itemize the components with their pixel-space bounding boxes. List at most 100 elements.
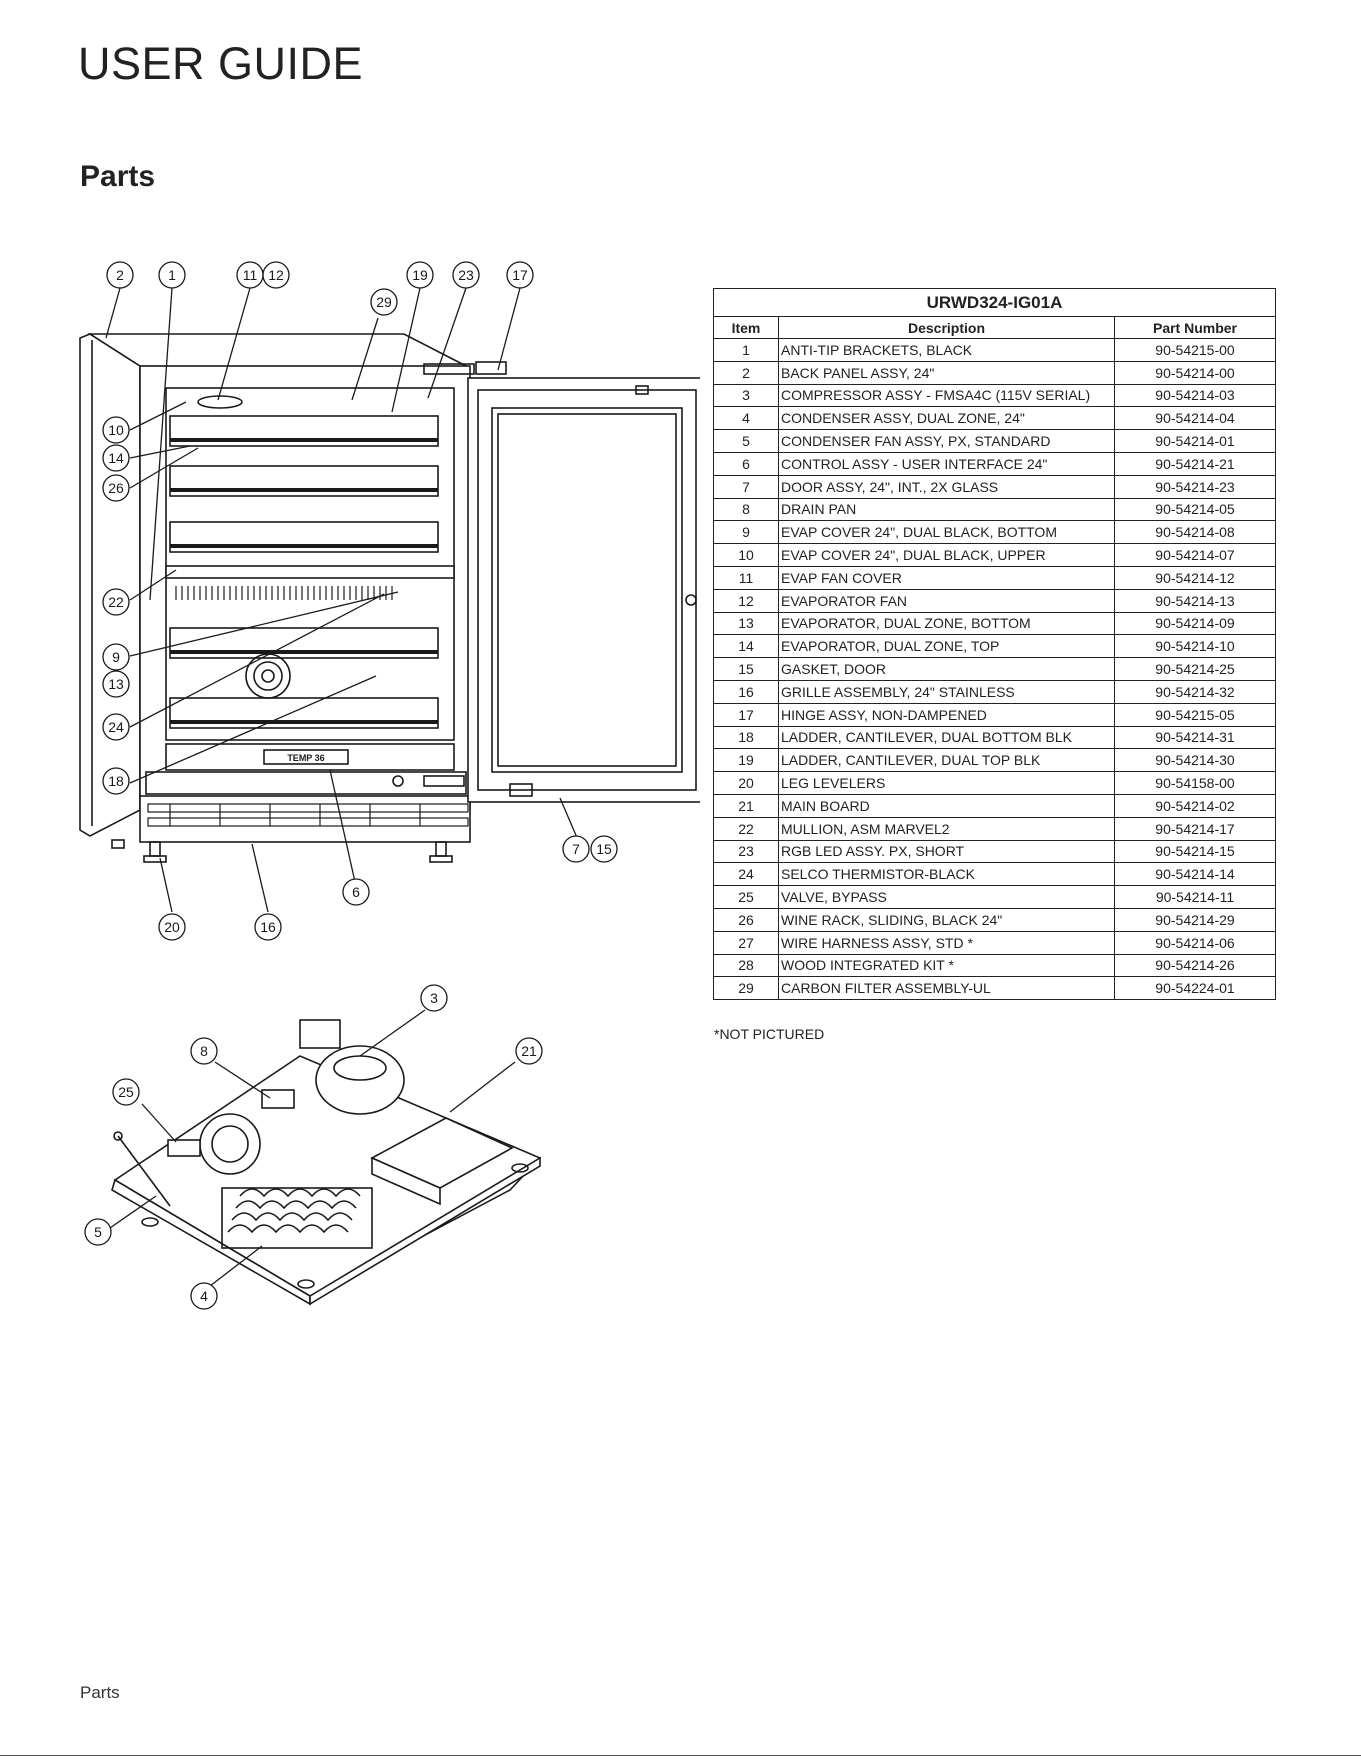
item-number: 21 [713, 793, 779, 818]
condenser-fan [199, 1113, 261, 1175]
item-description: CONTROL ASSY - USER INTERFACE 24" [778, 451, 1115, 476]
item-number: 27 [713, 930, 779, 955]
item-description: MAIN BOARD [778, 793, 1115, 818]
callout-20: 20 [164, 919, 180, 935]
column-header-part-number: Part Number [1114, 316, 1276, 339]
item-number: 2 [713, 360, 779, 385]
item-part-number: 90-54214-07 [1114, 543, 1276, 567]
item-description: SELCO THERMISTOR-BLACK [778, 862, 1115, 887]
callout-17: 17 [512, 267, 528, 283]
item-number: 6 [713, 451, 779, 476]
callout-1: 1 [168, 267, 176, 283]
main-board [370, 1117, 514, 1206]
item-description: LADDER, CANTILEVER, DUAL BOTTOM BLK [778, 725, 1115, 750]
callout-14: 14 [108, 450, 124, 466]
item-part-number: 90-54214-09 [1114, 611, 1276, 636]
item-description: COMPRESSOR ASSY - FMSA4C (115V SERIAL) [778, 383, 1115, 408]
item-description: CARBON FILTER ASSEMBLY-UL [778, 976, 1115, 1001]
callout-8: 8 [200, 1043, 208, 1059]
item-description: MULLION, ASM MARVEL2 [778, 816, 1115, 841]
item-number: 11 [713, 565, 779, 590]
item-description: WOOD INTEGRATED KIT * [778, 953, 1115, 978]
item-description: GASKET, DOOR [778, 657, 1115, 681]
item-description: ANTI-TIP BRACKETS, BLACK [778, 338, 1115, 362]
callout-3: 3 [430, 990, 438, 1006]
item-number: 16 [713, 679, 779, 704]
item-number: 23 [713, 839, 779, 864]
condenser-coil [221, 1187, 373, 1249]
control-display: TEMP 36 [287, 753, 324, 763]
item-number: 25 [713, 885, 779, 909]
item-description: EVAPORATOR FAN [778, 588, 1115, 613]
item-description: CONDENSER FAN ASSY, PX, STANDARD [778, 429, 1115, 453]
item-part-number: 90-54224-01 [1114, 976, 1276, 1001]
callout-23: 23 [458, 267, 474, 283]
callout-10: 10 [108, 422, 124, 438]
item-number: 28 [713, 953, 779, 978]
item-part-number: 90-54214-21 [1114, 451, 1276, 476]
bottom-divider [0, 1755, 1361, 1756]
top-hinge [423, 363, 475, 375]
item-number: 8 [713, 497, 779, 522]
mullion [165, 565, 455, 579]
item-part-number: 90-54214-13 [1114, 588, 1276, 613]
callout-22: 22 [108, 594, 124, 610]
drain-pan [261, 1089, 295, 1109]
item-number: 7 [713, 474, 779, 499]
item-description: LEG LEVELERS [778, 771, 1115, 795]
item-number: 17 [713, 702, 779, 727]
parts-table-container: URWD324-IG01A Item Description Part Numb… [713, 288, 1276, 1001]
item-number: 4 [713, 406, 779, 431]
item-description: EVAPORATOR, DUAL ZONE, TOP [778, 634, 1115, 659]
item-part-number: 90-54215-00 [1114, 338, 1276, 362]
item-description: EVAPORATOR, DUAL ZONE, BOTTOM [778, 611, 1115, 636]
callout-12: 12 [268, 267, 284, 283]
callout-5: 5 [94, 1224, 102, 1240]
item-part-number: 90-54214-06 [1114, 930, 1276, 955]
callout-11: 11 [243, 267, 258, 283]
evaporator-fan [245, 653, 291, 699]
column-header-item: Item [713, 316, 779, 339]
item-description: LADDER, CANTILEVER, DUAL TOP BLK [778, 748, 1115, 773]
leg-leveler [149, 841, 161, 857]
page-title: USER GUIDE [78, 38, 364, 89]
callout-24: 24 [108, 719, 124, 735]
item-part-number: 90-54214-25 [1114, 657, 1276, 681]
footer-label: Parts [80, 1683, 120, 1702]
callout-15: 15 [596, 841, 612, 857]
item-number: 13 [713, 611, 779, 636]
item-description: EVAP FAN COVER [778, 565, 1115, 590]
item-description: HINGE ASSY, NON-DAMPENED [778, 702, 1115, 727]
item-number: 3 [713, 383, 779, 408]
item-part-number: 90-54214-29 [1114, 907, 1276, 932]
callout-2: 2 [116, 267, 124, 283]
item-description: GRILLE ASSEMBLY, 24" STAINLESS [778, 679, 1115, 704]
callout-16: 16 [260, 919, 276, 935]
item-part-number: 90-54214-32 [1114, 679, 1276, 704]
item-part-number: 90-54214-31 [1114, 725, 1276, 750]
callout-18: 18 [108, 773, 124, 789]
item-part-number: 90-54214-01 [1114, 429, 1276, 453]
item-description: DOOR ASSY, 24", INT., 2X GLASS [778, 474, 1115, 499]
item-part-number: 90-54214-10 [1114, 634, 1276, 659]
callout-4: 4 [200, 1288, 208, 1304]
item-description: BACK PANEL ASSY, 24" [778, 360, 1115, 385]
parts-table: URWD324-IG01A Item Description Part Numb… [713, 288, 1276, 1001]
